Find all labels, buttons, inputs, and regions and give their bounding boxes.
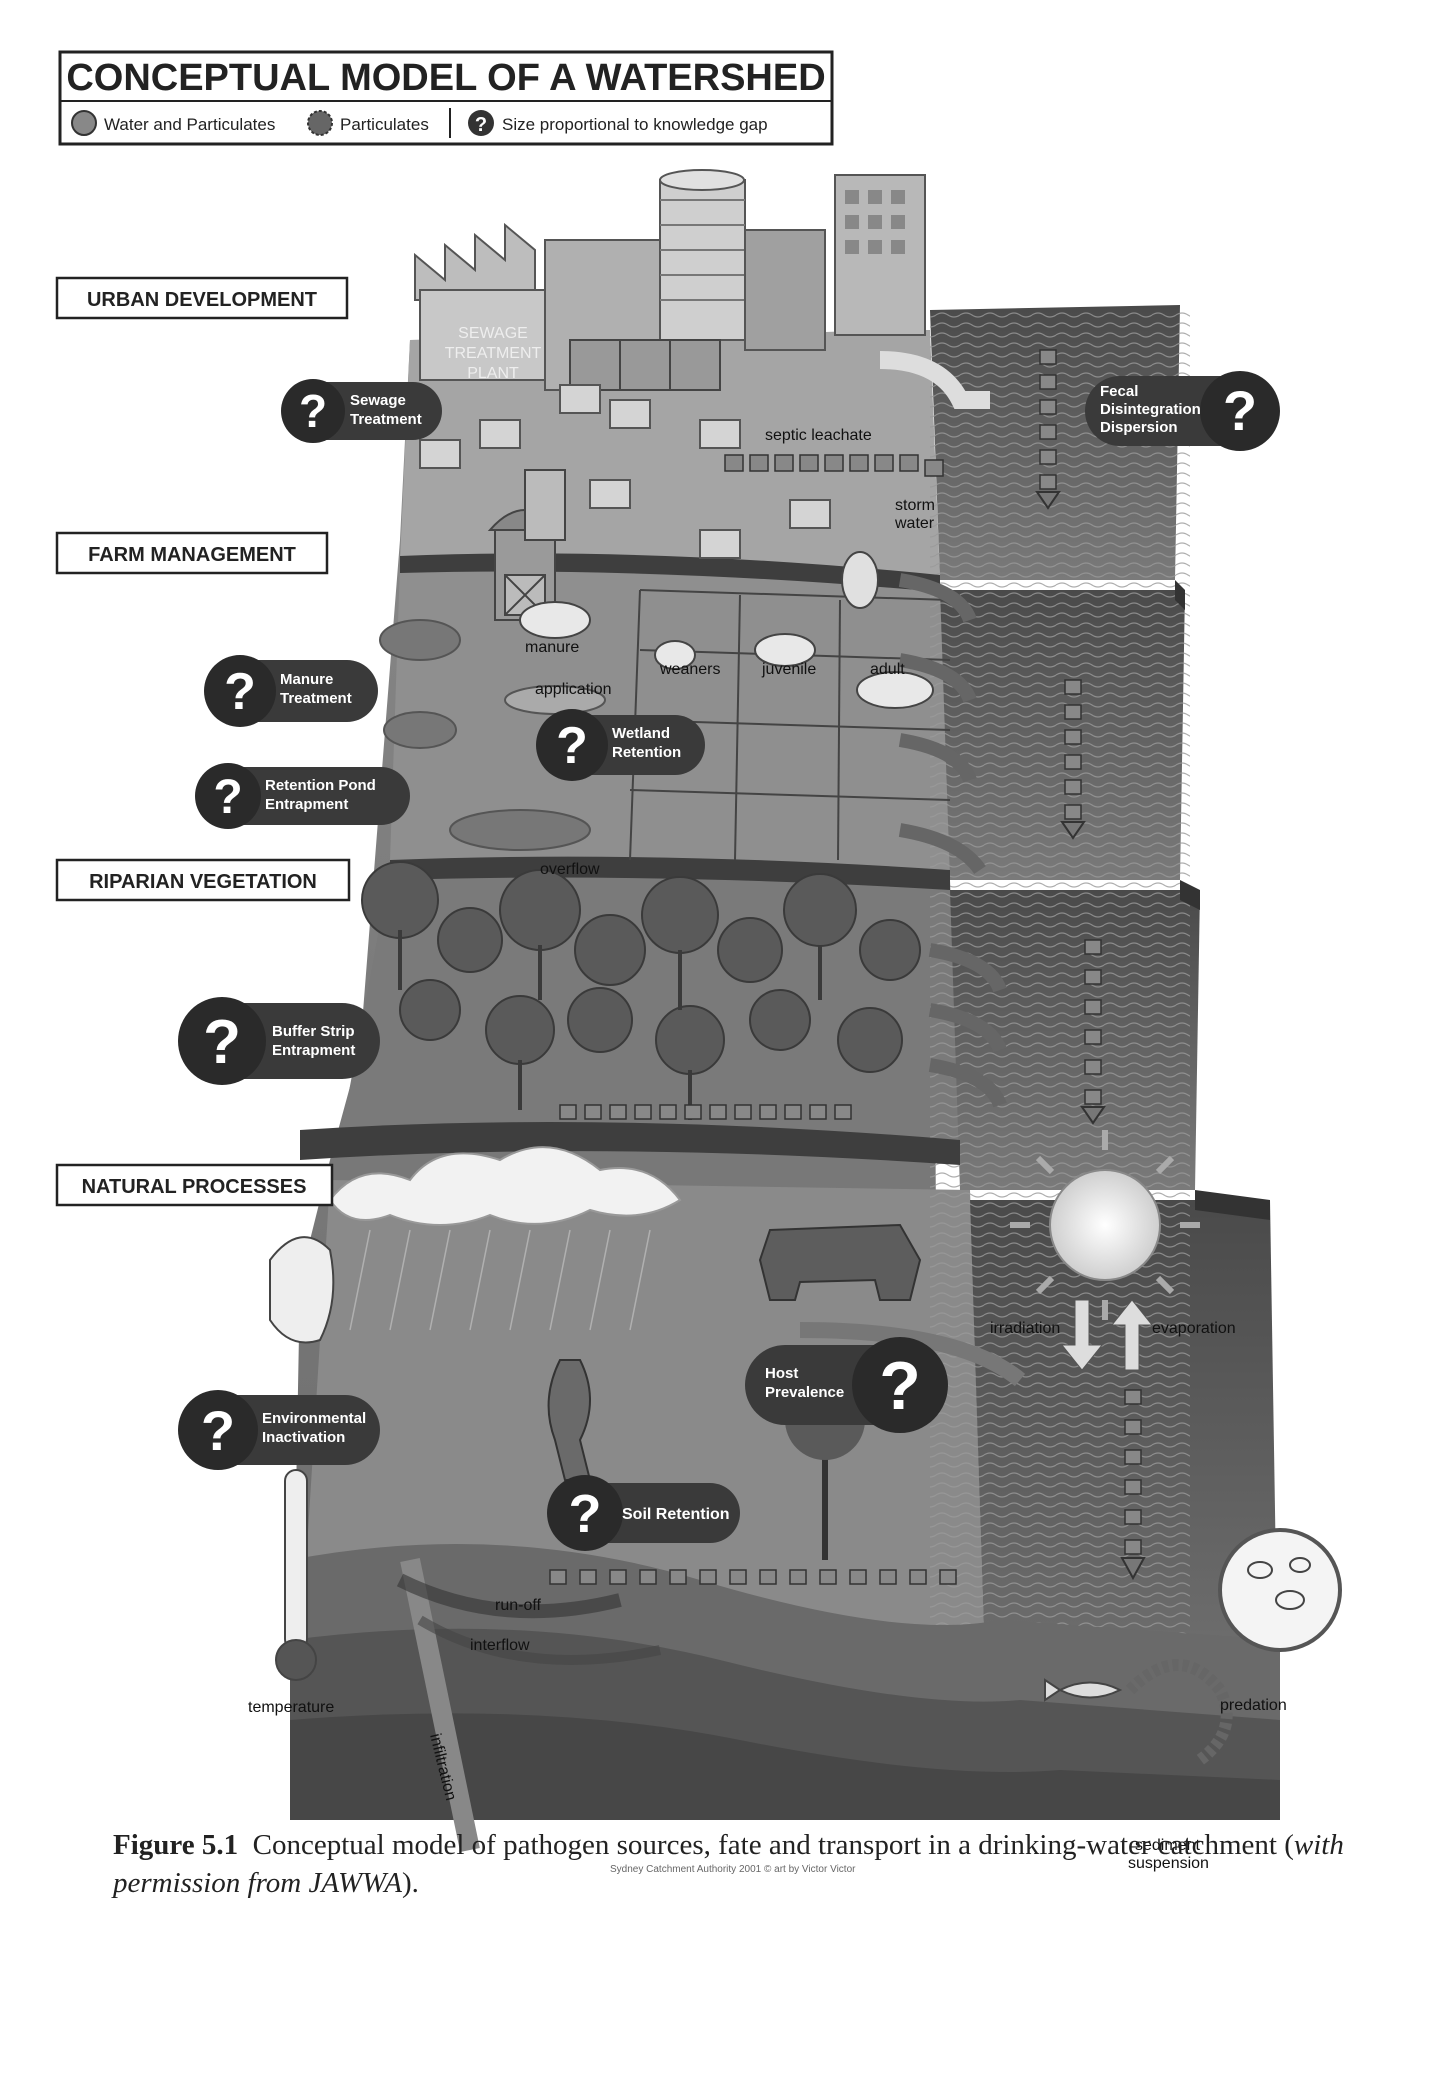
label-weaners: weaners bbox=[659, 661, 720, 678]
svg-text:Entrapment: Entrapment bbox=[272, 1042, 355, 1059]
label-predation: predation bbox=[1220, 1697, 1287, 1714]
gap-fecal-disintegration: ? Fecal Disintegration Dispersion bbox=[1085, 371, 1280, 451]
question-icon: ? bbox=[299, 385, 327, 437]
question-icon: ? bbox=[201, 1399, 235, 1462]
section-urban: URBAN DEVELOPMENT bbox=[87, 289, 317, 311]
label-interflow: interflow bbox=[470, 1637, 530, 1654]
svg-text:Host: Host bbox=[765, 1365, 798, 1382]
label-septic-leachate: septic leachate bbox=[765, 427, 872, 444]
question-icon: ? bbox=[203, 1008, 241, 1077]
svg-text:Entrapment: Entrapment bbox=[265, 796, 348, 813]
svg-text:Fecal: Fecal bbox=[1100, 383, 1138, 400]
section-farm: FARM MANAGEMENT bbox=[88, 544, 296, 566]
gap-sewage-treatment: ? Sewage Treatment bbox=[281, 379, 442, 443]
question-icon: ? bbox=[569, 1484, 602, 1544]
section-riparian: RIPARIAN VEGETATION bbox=[89, 871, 317, 893]
caption-text: Conceptual model of pathogen sources, fa… bbox=[253, 1829, 1294, 1861]
legend-label: Water and Particulates bbox=[104, 115, 275, 134]
label-run-off: run-off bbox=[495, 1597, 542, 1614]
gap-environmental-inactivation: ? Environmental Inactivation bbox=[178, 1390, 380, 1470]
thermometer-icon bbox=[285, 1470, 307, 1650]
svg-text:Inactivation: Inactivation bbox=[262, 1429, 345, 1446]
question-icon: ? bbox=[556, 717, 588, 775]
caption-end: ). bbox=[402, 1867, 419, 1899]
svg-text:Prevalence: Prevalence bbox=[765, 1384, 844, 1401]
gap-host-prevalence: ? Host Prevalence bbox=[745, 1337, 948, 1433]
question-icon: ? bbox=[213, 771, 242, 824]
legend-label: Particulates bbox=[340, 115, 429, 134]
diagram-title: CONCEPTUAL MODEL OF A WATERSHED bbox=[66, 57, 825, 99]
label-overflow: overflow bbox=[540, 861, 600, 878]
label-temperature: temperature bbox=[248, 1699, 334, 1716]
svg-text:Soil Retention: Soil Retention bbox=[622, 1506, 730, 1523]
svg-text:?: ? bbox=[475, 114, 487, 136]
question-icon: ? bbox=[879, 1348, 921, 1424]
gap-manure-treatment: ? Manure Treatment bbox=[204, 655, 378, 727]
label-juvenile: juvenile bbox=[761, 661, 816, 678]
gap-wetland-retention: ? Wetland Retention bbox=[536, 709, 705, 781]
svg-text:Buffer Strip: Buffer Strip bbox=[272, 1023, 355, 1040]
svg-text:Treatment: Treatment bbox=[350, 411, 422, 428]
gap-buffer-strip: ? Buffer Strip Entrapment bbox=[178, 997, 380, 1085]
sewage-plant-label: TREATMENT bbox=[445, 345, 542, 362]
label-manure-application: application bbox=[535, 681, 612, 698]
gap-soil-retention: ? Soil Retention bbox=[547, 1475, 740, 1551]
svg-text:Disintegration: Disintegration bbox=[1100, 401, 1201, 418]
gap-retention-pond: ? Retention Pond Entrapment bbox=[195, 763, 410, 829]
label-storm-water: water bbox=[894, 515, 935, 532]
question-icon: ? bbox=[1223, 379, 1257, 442]
figure-label: Figure 5.1 bbox=[113, 1829, 238, 1861]
label-irradiation: irradiation bbox=[990, 1320, 1060, 1337]
svg-text:Retention: Retention bbox=[612, 744, 681, 761]
microscope-view-icon bbox=[1220, 1530, 1340, 1650]
svg-text:Dispersion: Dispersion bbox=[1100, 419, 1178, 436]
section-natural: NATURAL PROCESSES bbox=[82, 1176, 307, 1198]
water-particulates-icon bbox=[72, 111, 96, 135]
svg-text:Wetland: Wetland bbox=[612, 725, 670, 742]
diagram-header: CONCEPTUAL MODEL OF A WATERSHED Water an… bbox=[60, 52, 832, 144]
sewage-plant-label: SEWAGE bbox=[458, 325, 528, 342]
svg-text:Retention Pond: Retention Pond bbox=[265, 777, 376, 794]
question-icon: ? bbox=[224, 663, 256, 721]
svg-text:Sewage: Sewage bbox=[350, 392, 406, 409]
label-evaporation: evaporation bbox=[1152, 1320, 1236, 1337]
figure-caption: Figure 5.1 Conceptual model of pathogen … bbox=[113, 1826, 1353, 1902]
sewage-plant-label: PLANT bbox=[467, 365, 519, 382]
label-storm-water: storm bbox=[895, 497, 935, 514]
label-manure-application: manure bbox=[525, 639, 579, 656]
particulates-icon bbox=[308, 111, 332, 135]
svg-text:Manure: Manure bbox=[280, 671, 333, 688]
svg-text:Environmental: Environmental bbox=[262, 1410, 366, 1427]
svg-text:Treatment: Treatment bbox=[280, 690, 352, 707]
legend-label: Size proportional to knowledge gap bbox=[502, 115, 768, 134]
label-adult: adult bbox=[870, 661, 905, 678]
